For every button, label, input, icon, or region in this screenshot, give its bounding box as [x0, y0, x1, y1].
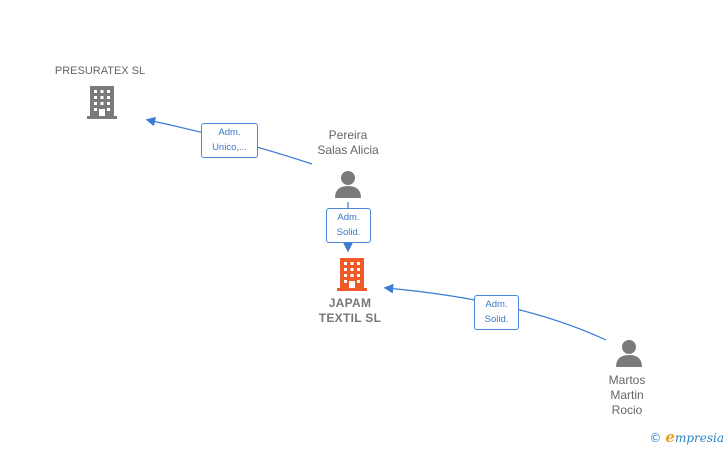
node-label-martos: Martos Martin Rocio [608, 373, 646, 417]
edge-label-line: Adm. [218, 127, 241, 138]
edge-label-line: Solid. [484, 314, 509, 325]
building-icon-main[interactable] [336, 256, 368, 292]
brand-watermark: ©empresia [649, 428, 724, 446]
brand-name: mpresia [674, 431, 724, 445]
edge-label-line: Unico,... [212, 142, 247, 153]
node-label-japam: JAPAM TEXTIL SL [318, 296, 382, 325]
edge-label-line: Solid. [336, 227, 361, 238]
edge-label-line: Adm. [485, 299, 508, 310]
copyright-icon: © [649, 431, 662, 445]
person-icon[interactable] [614, 338, 644, 368]
node-label-presuratex: PRESURATEX SL [54, 65, 146, 77]
edge-label-adm-solid-martos[interactable]: Adm. Solid. [474, 295, 519, 330]
person-icon[interactable] [333, 169, 363, 199]
node-label-pereira: Pereira Salas Alicia [317, 128, 379, 157]
edge-label-adm-unico[interactable]: Adm. Unico,... [201, 123, 258, 158]
building-icon[interactable] [86, 84, 118, 120]
edge-label-line: Adm. [337, 212, 360, 223]
edge-label-adm-solid-pereira[interactable]: Adm. Solid. [326, 208, 371, 243]
brand-initial: e [665, 428, 675, 446]
